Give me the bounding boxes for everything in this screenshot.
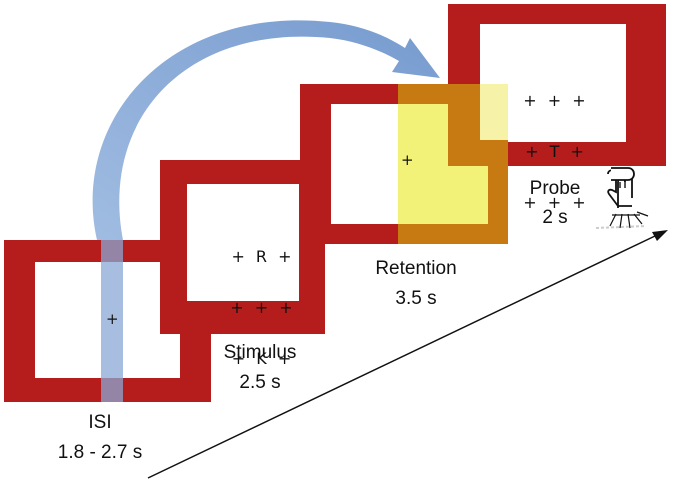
retention-name: Retention — [375, 258, 457, 279]
stimulus-letter-grid: + R + + + + + K + — [228, 214, 298, 401]
probe-row: + + + — [523, 91, 589, 110]
probe-retention-overlap-screen — [480, 84, 508, 140]
curved-arrow-icon — [92, 20, 441, 240]
diagonal-arrow-icon — [147, 230, 668, 479]
stimulus-row: + K + — [231, 349, 295, 368]
stimulus-row: + + + — [230, 298, 296, 317]
stimulus-name: Stimulus — [223, 342, 297, 363]
retention-screen-inner — [331, 104, 398, 224]
probe-label: Probe 2 s — [510, 176, 600, 230]
retention-time: 3.5 s — [395, 288, 437, 309]
pointing-hand-icon — [595, 167, 649, 229]
retention-fixation-cross: + — [401, 151, 414, 169]
isi-label: ISI 1.8 - 2.7 s — [30, 410, 170, 465]
isi-fixation-cross: + — [106, 310, 119, 328]
probe-row: + + + — [523, 193, 589, 212]
probe-name: Probe — [529, 178, 581, 199]
isi-time: 1.8 - 2.7 s — [57, 442, 143, 463]
isi-name: ISI — [88, 412, 112, 433]
retention-highlight-frame-bottom — [398, 224, 508, 244]
stimulus-time: 2.5 s — [239, 372, 281, 393]
stimulus-label: Stimulus 2.5 s — [200, 340, 320, 395]
probe-row: + T + — [525, 142, 587, 161]
stimulus-screen-inner — [187, 184, 299, 301]
stimulus-row: + R + — [231, 247, 295, 266]
isi-time-bar — [101, 240, 123, 402]
probe-time: 2 s — [542, 207, 568, 228]
retention-label: Retention 3.5 s — [356, 256, 476, 311]
probe-letter-grid: + + + + T + + + + — [521, 58, 591, 245]
stimulus-screen — [160, 160, 325, 334]
